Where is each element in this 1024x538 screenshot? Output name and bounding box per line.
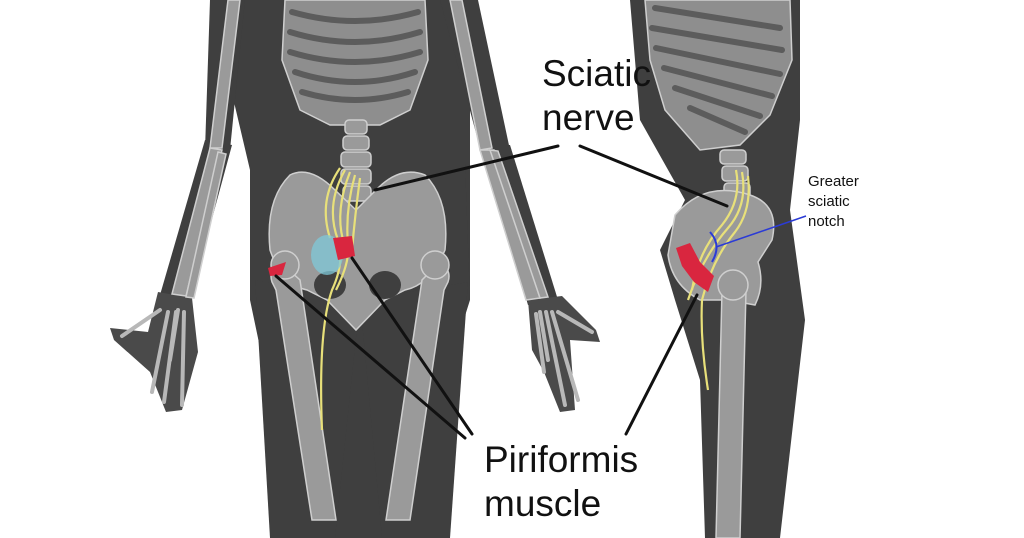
sciatic-nerve-label-line-1: Sciatic	[542, 53, 651, 94]
front-pelvis	[268, 171, 447, 332]
piriformis-leader-front-2	[274, 274, 467, 440]
greater-sciatic-notch-label-line-1: Greater	[808, 173, 859, 190]
piriformis-muscle-label: Piriformis muscle	[484, 438, 638, 526]
front-skeleton	[120, 0, 594, 521]
front-piriformis-muscle	[333, 236, 355, 260]
greater-sciatic-notch-label: Greater sciatic notch	[808, 172, 859, 232]
piriformis-muscle-label-line-2: muscle	[484, 483, 602, 524]
greater-sciatic-notch-bracket	[709, 231, 718, 263]
sciatic-leader-side	[578, 144, 729, 208]
side-piriformis-muscle	[676, 243, 714, 292]
piriformis-leader-side	[624, 293, 699, 436]
front-hip-muscle	[268, 262, 286, 276]
sciatic-nerve-label: Sciatic nerve	[542, 52, 651, 140]
sciatic-leader-front	[373, 144, 560, 192]
greater-sciatic-notch-label-line-2: sciatic	[808, 193, 850, 210]
notch-leader	[715, 215, 807, 248]
piriformis-muscle-label-line-1: Piriformis	[484, 439, 639, 480]
piriformis-leader-front-1	[350, 256, 474, 436]
spine	[340, 119, 372, 202]
sciatic-nerve-label-line-2: nerve	[542, 97, 635, 138]
leader-lines	[274, 144, 729, 440]
side-femur	[715, 289, 747, 538]
greater-sciatic-notch-label-line-3: notch	[808, 213, 845, 230]
